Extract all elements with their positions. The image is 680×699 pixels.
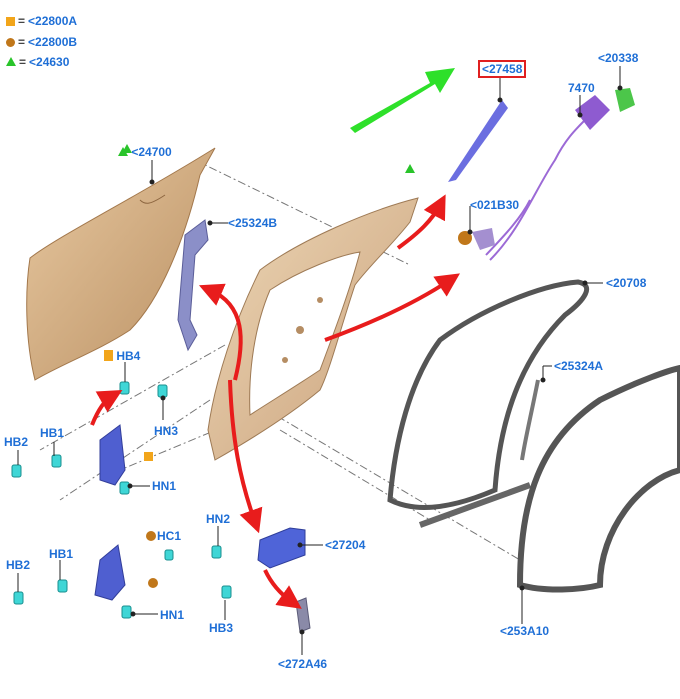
- legend-row-24630: =<24630: [6, 55, 69, 69]
- callout-hb1-upper[interactable]: HB1: [40, 426, 65, 440]
- callout-hb4[interactable]: HB4: [104, 349, 140, 363]
- callout-27458[interactable]: <27458: [478, 60, 527, 78]
- callout-272a46[interactable]: <272A46: [278, 657, 328, 671]
- callout-leaders: [17, 66, 623, 655]
- callout-20338[interactable]: <20338: [598, 51, 639, 65]
- brown-circle-icon: [6, 38, 15, 47]
- fasteners: [11, 381, 232, 619]
- belt-seal-inner: [418, 482, 532, 528]
- handle-housing: [257, 527, 306, 569]
- hinge-lower-bracket: [94, 544, 126, 601]
- callout-20708[interactable]: <20708: [606, 276, 647, 290]
- legend-equals: =: [19, 55, 27, 69]
- door-outer-panel: [26, 147, 216, 381]
- legend-equals: =: [18, 14, 26, 28]
- callout-25324b[interactable]: <25324B: [228, 216, 278, 230]
- callout-hn1-lower[interactable]: HN1: [160, 608, 185, 622]
- callout-hc1[interactable]: HC1: [157, 529, 182, 543]
- legend-row-22800b: =<22800B: [6, 35, 77, 49]
- orange-square-icon: [104, 352, 113, 361]
- callout-hn3[interactable]: HN3: [154, 424, 179, 438]
- callout-25324a[interactable]: <25324A: [554, 359, 604, 373]
- callout-hn1-upper[interactable]: HN1: [152, 479, 177, 493]
- callout-text: HB4: [116, 349, 141, 363]
- green-triangle-icon: [6, 57, 16, 66]
- brown-circle-icon: [148, 578, 158, 588]
- callout-021b30[interactable]: <021B30: [470, 198, 520, 212]
- brown-circle-icon: [146, 531, 156, 541]
- door-check-part: [458, 228, 495, 250]
- hinge-upper-bracket: [99, 424, 126, 486]
- latch-actuator: [575, 88, 635, 130]
- legend-text: <24630: [29, 55, 70, 69]
- green-triangle-icon: [118, 147, 128, 156]
- handle-cap: [295, 597, 311, 633]
- orange-square-icon: [6, 17, 15, 26]
- green-direction-arrow: [350, 68, 455, 133]
- callout-24700[interactable]: <24700: [118, 145, 172, 159]
- callout-27204[interactable]: <27204: [325, 538, 366, 552]
- legend-equals: =: [18, 35, 26, 49]
- callout-hb2-upper[interactable]: HB2: [4, 435, 29, 449]
- legend-text: <22800B: [28, 35, 78, 49]
- red-flow-arrows: [90, 194, 460, 609]
- callout-7470[interactable]: 7470: [568, 81, 595, 95]
- legend-text: <22800A: [28, 14, 78, 28]
- legend-row-22800a: =<22800A: [6, 14, 77, 28]
- callout-text: <24700: [131, 145, 172, 159]
- window-guide-strip: [448, 100, 508, 182]
- green-triangle-icon: [405, 164, 415, 173]
- check-strap-bracket: [177, 219, 209, 352]
- outer-belt-seal: [516, 364, 680, 593]
- door-inner-frame: [207, 197, 419, 461]
- callout-hb1-lower[interactable]: HB1: [49, 547, 74, 561]
- door-weatherstrip-seal: [387, 279, 590, 510]
- orange-square-icon: [144, 452, 153, 461]
- callout-hn2[interactable]: HN2: [206, 512, 231, 526]
- callout-hb3[interactable]: HB3: [209, 621, 234, 635]
- door-latch-cable: [485, 119, 586, 261]
- callout-253a10[interactable]: <253A10: [500, 624, 550, 638]
- callout-hb2-lower[interactable]: HB2: [6, 558, 31, 572]
